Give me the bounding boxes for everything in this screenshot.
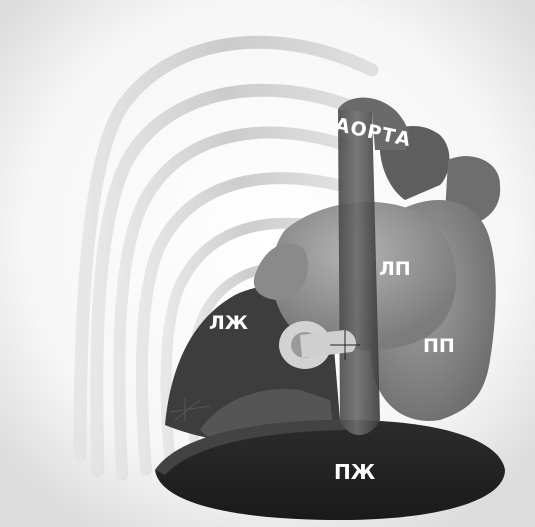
left-atrium-label: ЛП: [379, 258, 411, 280]
right-atrium-label: ПП: [423, 335, 455, 357]
right-ventricle-label: ПЖ: [334, 460, 376, 484]
left-ventricle-label: ЛЖ: [209, 312, 248, 334]
